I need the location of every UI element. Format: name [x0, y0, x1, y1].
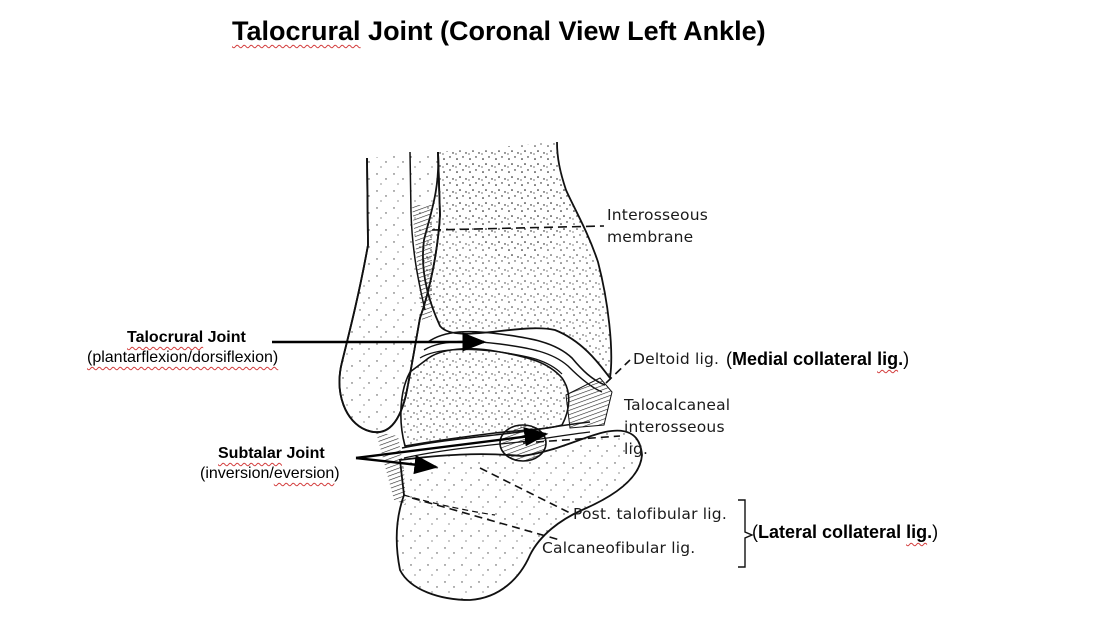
calcaneus-bone: [395, 429, 643, 601]
annotation-lateral-collateral: (Lateral collateral lig.): [752, 522, 939, 542]
label-deltoid-lig: Deltoid lig.: [633, 350, 720, 368]
label-talocalcaneal-interosseous: interosseous: [624, 418, 725, 436]
title-rest: Joint (Coronal View Left Ankle): [360, 16, 766, 46]
label-calcaneofibular: Calcaneofibular lig.: [542, 539, 696, 557]
label-talocalcaneal-lig: lig.: [624, 440, 649, 458]
label-interosseous: Interosseous: [607, 206, 708, 224]
subtalar-arrow-1: [355, 427, 549, 460]
label-post-talofibular: Post. talofibular lig.: [573, 505, 727, 523]
lateral-bracket: [738, 499, 754, 568]
label-membrane: membrane: [607, 228, 694, 246]
talus-bone: [400, 347, 570, 447]
subtalar-arrow-2: [355, 455, 439, 475]
label-talocalcaneal: Talocalcaneal: [624, 396, 731, 414]
annotation-talocrural-motion: (plantarflexion/dorsiflexion): [87, 349, 279, 366]
annotation-medial-collateral: (Medial collateral lig.): [726, 349, 910, 369]
page-title: Talocrural Joint (Coronal View Left Ankl…: [232, 16, 766, 47]
annotation-subtalar-joint: Subtalar Joint: [218, 445, 325, 462]
annotation-subtalar-motion: (inversion/eversion): [200, 465, 340, 482]
title-talocrural-word: Talocrural: [232, 16, 361, 46]
annotation-talocrural-joint: Talocrural Joint: [127, 329, 246, 346]
